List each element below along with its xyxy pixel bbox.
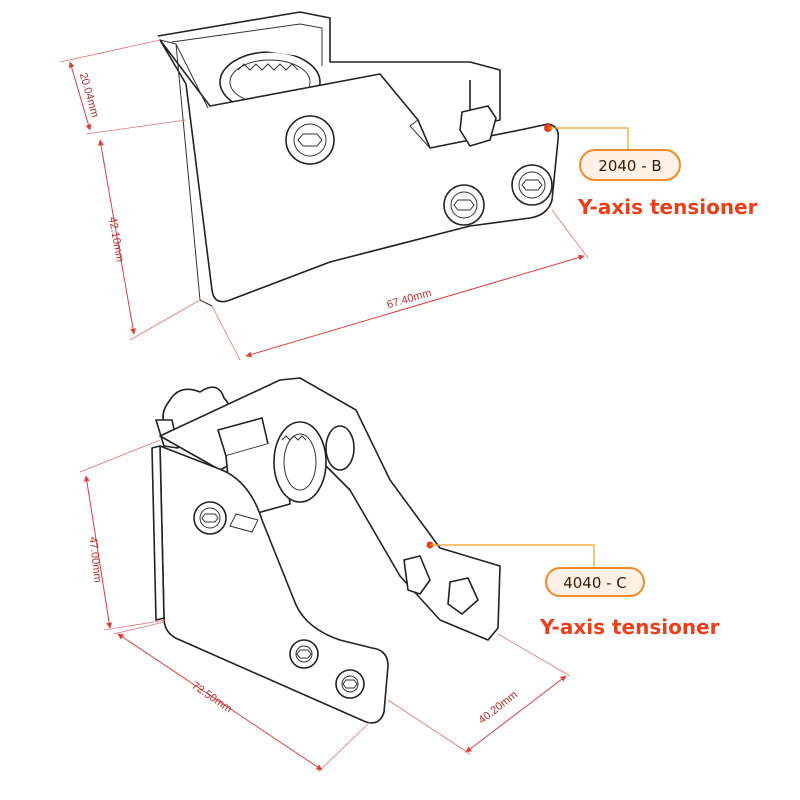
bottom-title: Y-axis tensioner (539, 615, 720, 639)
top-screw-small-1 (443, 184, 485, 226)
bottom-tensioner-drawing (151, 377, 501, 724)
bottom-dim-depth-label: 40.20mm (476, 689, 520, 727)
top-t-nut (459, 105, 497, 147)
bottom-t-nut-1 (403, 555, 431, 595)
top-badge-text: 2040 - B (598, 157, 661, 175)
bottom-label: 4040 - C Y-axis tensioner (426, 541, 720, 639)
bottom-dim-height-label: 47.00mm (87, 536, 104, 583)
top-title: Y-axis tensioner (577, 195, 758, 219)
bottom-screw-1 (193, 501, 227, 535)
top-dim-height-label: 42.10mm (106, 216, 126, 263)
bottom-badge-text: 4040 - C (563, 574, 627, 592)
bottom-screw-2 (289, 639, 319, 669)
bottom-screw-3 (335, 669, 365, 699)
top-dim-top-label: 20.04mm (77, 71, 101, 118)
top-screw-large (285, 115, 335, 165)
top-label: 2040 - B Y-axis tensioner (544, 124, 758, 219)
top-badge (579, 149, 681, 181)
bottom-t-nut-2 (447, 577, 479, 615)
top-screw-small-2 (511, 164, 553, 206)
top-tensioner-drawing (157, 11, 560, 307)
bottom-badge (545, 567, 645, 597)
bottom-dim-length-label: 72.50mm (189, 680, 234, 716)
